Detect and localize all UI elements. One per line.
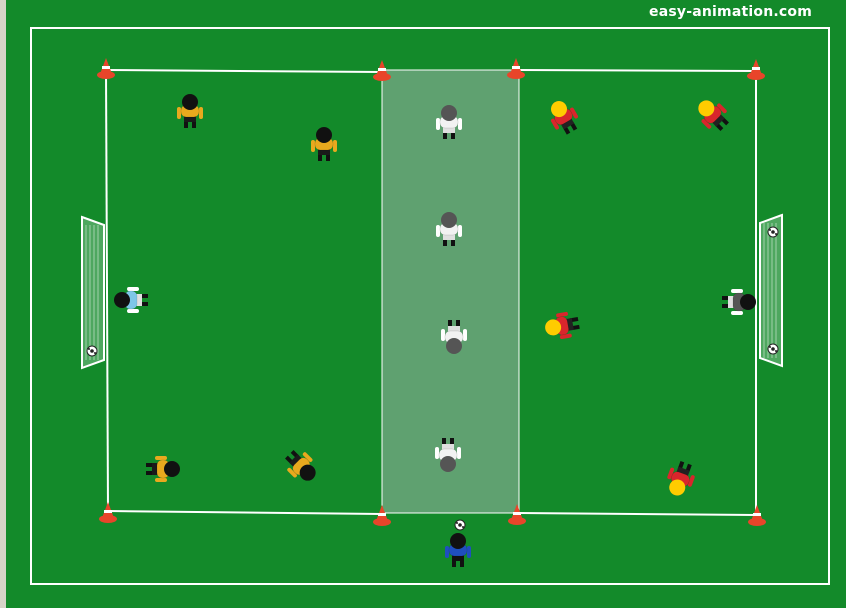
bottom-line-left: [108, 511, 382, 514]
player-icon: [146, 456, 180, 482]
cone-icon: [99, 502, 117, 523]
bottom-line-right: [519, 513, 756, 515]
player-icon: [544, 96, 584, 138]
player-icon: [177, 94, 203, 128]
ball-icon: [455, 520, 465, 530]
ball-icon: [87, 346, 97, 356]
cone-icon: [747, 59, 765, 80]
pitch-drawing: [6, 0, 846, 608]
top-line-right: [519, 70, 756, 71]
goal-icon: [82, 217, 104, 368]
pitch: easy-animation.com: [6, 0, 846, 608]
cone-icon: [507, 58, 525, 79]
goal-icon: [760, 215, 782, 366]
goalkeeper-icon: [114, 287, 148, 313]
ball-icon: [768, 344, 778, 354]
goalkeeper-icon: [722, 289, 756, 315]
player-icon: [280, 445, 322, 487]
player-icon: [543, 310, 581, 342]
top-line-left: [106, 70, 382, 72]
player-icon: [662, 459, 698, 500]
left-line: [106, 70, 108, 511]
coach-icon: [445, 533, 471, 567]
cone-icon: [97, 58, 115, 79]
player-icon: [691, 93, 733, 135]
player-icon: [311, 127, 337, 161]
ball-icon: [768, 227, 778, 237]
